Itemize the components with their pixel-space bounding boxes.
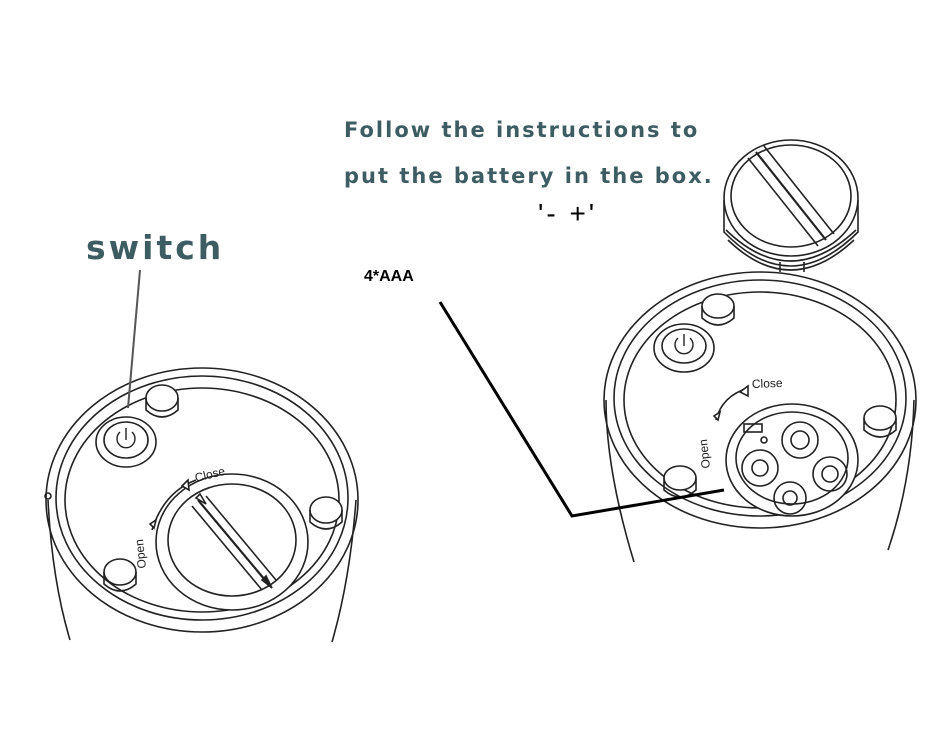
battery-count-label: 4*AAA (364, 268, 414, 285)
left-device (44, 367, 359, 643)
battery-cell-left (741, 449, 779, 487)
battery-cell-right (812, 456, 848, 492)
right-device-post-right (863, 405, 897, 438)
right-open-arrowhead (712, 410, 722, 422)
battery-cell-top (781, 421, 819, 459)
right-device-outer-rim (603, 271, 917, 529)
instruction-line-1: Follow the instructions to (344, 118, 700, 142)
left-device-body-side-left (47, 499, 71, 641)
left-device-cavity (64, 387, 340, 613)
battery-pointer-line (438, 301, 725, 518)
polarity-label: '- +' (538, 198, 598, 229)
right-device-body-side-right (887, 399, 915, 551)
removed-battery-cap (723, 139, 859, 272)
left-device-inner-rim (55, 375, 349, 621)
left-device-post-right (309, 496, 343, 530)
battery-cell-bottom (773, 481, 807, 515)
instruction-line-2: put the battery in the box. (344, 164, 714, 188)
left-open-label: Open (132, 538, 149, 569)
right-device-inner-rim (613, 279, 907, 517)
power-button-icon-right (653, 323, 715, 373)
left-device-rim-dot (44, 492, 52, 500)
switch-pointer-line (127, 269, 141, 409)
battery-contact (743, 423, 763, 433)
right-device (603, 139, 917, 563)
left-open-arrowhead (148, 518, 158, 530)
right-close-label: Close (752, 376, 783, 391)
power-button-icon (95, 416, 157, 468)
left-close-arrowhead (180, 478, 190, 492)
right-open-label: Open (696, 438, 713, 469)
contact-dot (760, 436, 768, 444)
left-device-post-top (145, 384, 179, 418)
left-device-post-left (103, 558, 137, 592)
left-battery-cover (155, 473, 309, 611)
battery-compartment (725, 403, 859, 517)
right-device-post-top (701, 293, 735, 326)
right-close-arrowhead (738, 384, 749, 398)
switch-label: switch (86, 228, 225, 267)
right-device-body-side-left (605, 399, 635, 563)
left-device-outer-rim (45, 367, 359, 633)
left-device-body-side-right (331, 499, 357, 643)
